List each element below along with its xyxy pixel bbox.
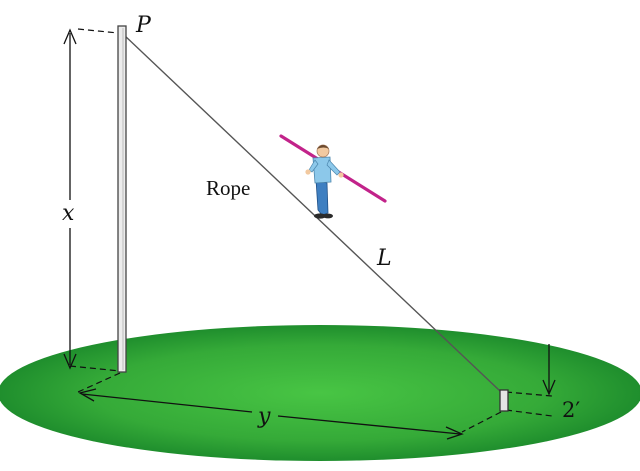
stake-height-arrow — [542, 344, 556, 396]
distance-label: y — [257, 404, 271, 429]
rope-label: Rope — [206, 176, 250, 200]
pole — [117, 25, 127, 373]
height-label: x — [62, 201, 75, 226]
dashed-guides — [69, 28, 553, 433]
rope-length-label: L — [376, 246, 392, 271]
pole-top-label: P — [135, 13, 152, 38]
grass-ground — [0, 325, 640, 461]
distance-dimension-arrow — [78, 388, 464, 440]
stake-height-label: 2′ — [562, 398, 580, 422]
height-dimension-arrow — [63, 28, 77, 370]
stake — [499, 389, 509, 412]
tightrope-walker — [279, 134, 387, 219]
rope-line — [123, 34, 501, 392]
